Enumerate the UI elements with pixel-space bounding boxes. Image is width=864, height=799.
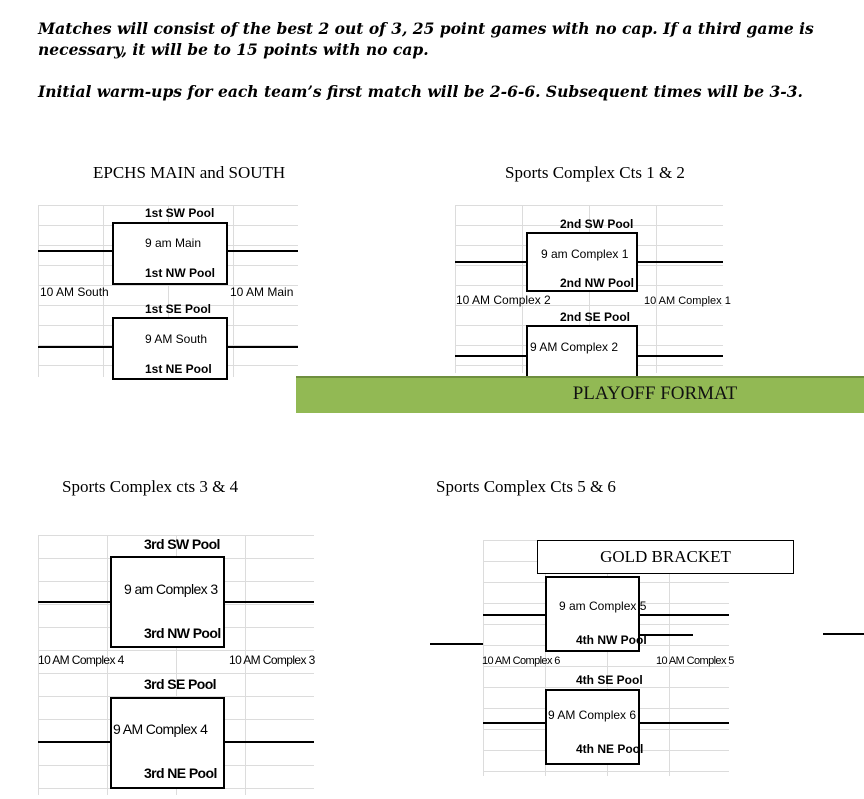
venue-title: Sports Complex Cts 1 & 2 (505, 163, 685, 182)
venue-title: EPCHS MAIN and SOUTH (93, 163, 286, 182)
bracket-line (483, 614, 546, 616)
team-label: 3rd NE Pool (144, 765, 217, 781)
bracket-line (227, 346, 298, 348)
bracket-line (637, 355, 723, 357)
bracket-line (823, 633, 864, 635)
bracket-line (38, 741, 111, 743)
team-label: 1st SW Pool (145, 206, 215, 220)
bracket-line (483, 722, 546, 724)
next-match-right: 10 AM Complex 3 (229, 653, 315, 667)
next-match-left: 10 AM Complex 2 (456, 293, 551, 307)
bracket-line (455, 355, 527, 357)
team-label: 3rd NW Pool (144, 625, 221, 641)
match-box (545, 689, 640, 765)
team-label: 1st NW Pool (145, 266, 216, 280)
bracket-line (638, 634, 693, 636)
match-time: 9 am Complex 1 (541, 247, 629, 261)
match-time: 9 am Complex 3 (124, 581, 218, 597)
match-box (545, 576, 640, 652)
team-label: 3rd SW Pool (144, 536, 220, 552)
team-label: 2nd NW Pool (560, 276, 634, 290)
bracket-line (224, 741, 314, 743)
warmup-text: Initial warm-ups for each team’s first m… (38, 82, 803, 101)
bracket-line (639, 614, 729, 616)
next-match-left: 10 AM South (40, 285, 109, 299)
match-time: 9 am Main (145, 236, 202, 250)
bracket-line (38, 601, 111, 603)
match-time: 9 am Complex 5 (559, 599, 647, 613)
next-match-left: 10 AM Complex 4 (38, 653, 124, 667)
bracket-line (224, 601, 314, 603)
bracket-line (227, 250, 298, 252)
playoff-format-banner: PLAYOFF FORMAT (296, 376, 864, 413)
gold-bracket-title: GOLD BRACKET (537, 540, 794, 574)
bracket-line (637, 261, 723, 263)
match-time: 9 AM South (145, 332, 208, 346)
bracket-line (430, 643, 483, 645)
rules-text: Matches will consist of the best 2 out o… (38, 18, 838, 60)
venue-title: Sports Complex cts 3 & 4 (62, 477, 239, 496)
next-match-right: 10 AM Main (230, 285, 294, 299)
next-match-left: 10 AM Complex 6 (482, 655, 560, 667)
team-label: 4th SE Pool (576, 673, 643, 687)
team-label: 2nd SW Pool (560, 217, 634, 231)
bracket-line (38, 250, 112, 252)
team-label: 3rd SE Pool (144, 676, 217, 692)
next-match-right: 10 AM Complex 1 (644, 295, 731, 307)
bracket-line (38, 346, 112, 348)
rules-line-1: Matches will consist of the best 2 out o… (38, 19, 814, 38)
team-label: 4th NE Pool (576, 742, 644, 756)
match-time: 9 AM Complex 4 (113, 721, 208, 737)
bracket-line (639, 722, 729, 724)
match-box (110, 697, 225, 789)
match-time: 9 AM Complex 2 (530, 340, 619, 354)
team-label: 1st NE Pool (145, 362, 212, 376)
match-box (110, 556, 225, 648)
team-label: 4th NW Pool (576, 633, 647, 647)
venue-title: Sports Complex Cts 5 & 6 (436, 477, 616, 496)
match-box (112, 222, 228, 285)
next-match-right: 10 AM Complex 5 (656, 655, 734, 667)
match-box (112, 317, 228, 380)
rules-line-2: necessary, it will be to 15 points with … (38, 40, 429, 59)
team-label: 1st SE Pool (145, 302, 212, 316)
bracket-line (455, 261, 527, 263)
match-time: 9 AM Complex 6 (548, 708, 637, 722)
match-box (526, 232, 638, 292)
team-label: 2nd SE Pool (560, 310, 631, 324)
banner-title: PLAYOFF FORMAT (572, 383, 738, 404)
